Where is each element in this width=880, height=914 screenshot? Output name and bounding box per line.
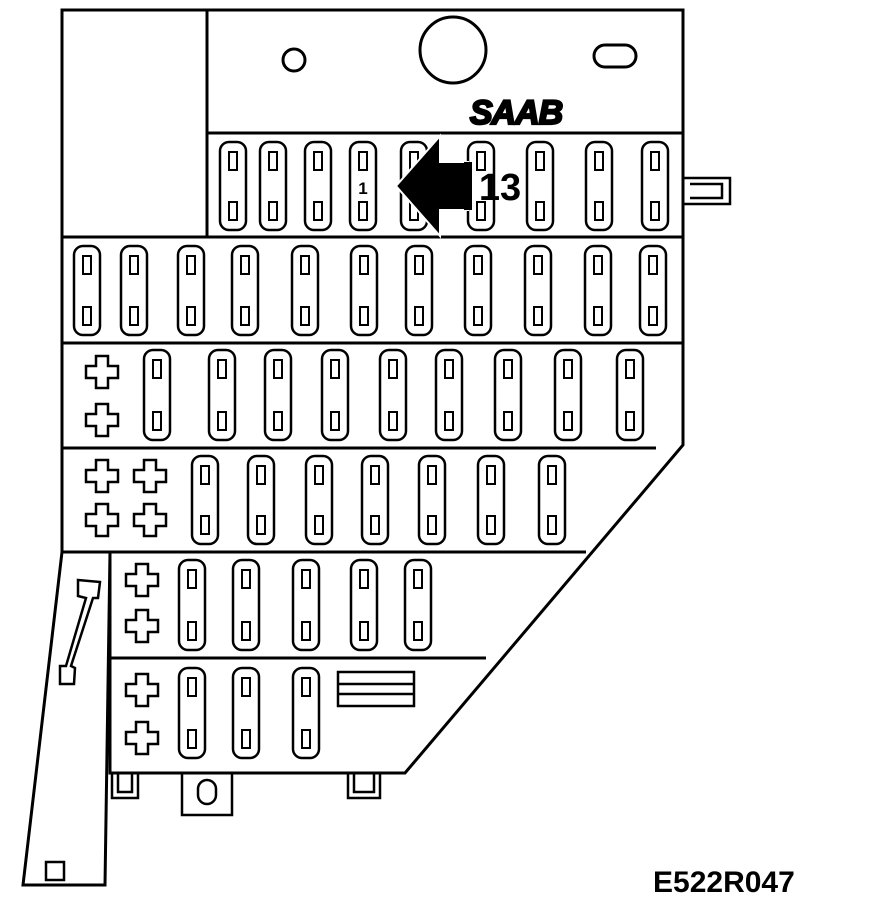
fuse-row3-8 bbox=[553, 348, 583, 442]
fuse-row3-1 bbox=[142, 348, 172, 442]
fuse-row3-2 bbox=[207, 348, 237, 442]
fuse-row1-6 bbox=[466, 140, 496, 232]
fuse-row5-5 bbox=[403, 558, 433, 652]
blank-plug-row5-1 bbox=[124, 562, 160, 598]
fuse-row3-6 bbox=[434, 348, 464, 442]
blank-plug-row4-2 bbox=[132, 458, 168, 494]
fuse-row5-4 bbox=[349, 558, 379, 652]
blank-plug-array bbox=[84, 354, 168, 756]
blank-plug-row4-3 bbox=[84, 502, 120, 538]
figure-code: E522R047 bbox=[653, 866, 795, 899]
fuse-row2-2 bbox=[119, 244, 149, 337]
fuse-row4-3 bbox=[304, 454, 334, 546]
fuse-row3-7 bbox=[493, 348, 523, 442]
fuse-row3-9 bbox=[615, 348, 645, 442]
side-connector-tab bbox=[683, 176, 732, 206]
blank-plug-row4-1 bbox=[84, 458, 120, 494]
fuse-row2-7 bbox=[404, 244, 434, 337]
fuse-row2-8 bbox=[463, 244, 493, 337]
fuse-row2-1 bbox=[72, 244, 102, 337]
saab-logo: SAAB bbox=[470, 94, 563, 132]
fuse-row1-9 bbox=[640, 140, 670, 232]
fuse-row1-3 bbox=[303, 140, 333, 232]
fuse-row1-7 bbox=[525, 140, 555, 232]
fuse-array bbox=[72, 140, 670, 760]
fuse-row3-5 bbox=[378, 348, 408, 442]
bottom-tab-middle-slot bbox=[196, 778, 218, 806]
blank-plug-row3-1 bbox=[84, 354, 120, 390]
fuse-row2-10 bbox=[583, 244, 613, 337]
fusible-link-strip bbox=[58, 578, 102, 686]
fusible-link-housing bbox=[21, 550, 112, 887]
fuse-row5-3 bbox=[291, 558, 321, 652]
fuse-row2-4 bbox=[230, 244, 260, 337]
fuse-row2-11 bbox=[638, 244, 668, 337]
fuse-row6-1 bbox=[177, 666, 207, 760]
fuse-row4-2 bbox=[246, 454, 276, 546]
fuse-row2-6 bbox=[349, 244, 379, 337]
fuse-row1-8 bbox=[584, 140, 614, 232]
relay-block bbox=[336, 670, 416, 708]
fuse-row5-1 bbox=[177, 558, 207, 652]
fuse-row2-9 bbox=[523, 244, 553, 337]
callout-arrow-tail bbox=[464, 162, 472, 210]
blank-plug-row6-2 bbox=[124, 720, 160, 756]
fuse-row4-7 bbox=[537, 454, 567, 546]
fuse-row4-1 bbox=[190, 454, 220, 546]
fuse-row6-2 bbox=[231, 666, 261, 760]
highlighted-fuse-label: 1 bbox=[358, 179, 367, 198]
mounting-hole-small bbox=[281, 47, 307, 73]
bottom-tab-middle bbox=[180, 773, 234, 817]
fuse-row3-3 bbox=[263, 348, 293, 442]
fusible-link-slot bbox=[44, 860, 66, 882]
callout-number: 13 bbox=[479, 167, 521, 209]
blank-plug-row3-2 bbox=[84, 402, 120, 438]
fuse-row1-1 bbox=[218, 140, 248, 232]
fuse-row4-4 bbox=[360, 454, 390, 546]
blank-plug-row6-1 bbox=[124, 672, 160, 708]
fuse-row5-2 bbox=[231, 558, 261, 652]
mounting-slot bbox=[592, 43, 638, 69]
fuse-row6-3 bbox=[291, 666, 321, 760]
mounting-hole-large bbox=[418, 15, 488, 85]
bottom-tab-right bbox=[346, 773, 382, 800]
blank-plug-row5-2 bbox=[124, 608, 160, 644]
fuse-row1-2 bbox=[258, 140, 288, 232]
blank-plug-row4-4 bbox=[132, 502, 168, 538]
fuse-row4-5 bbox=[417, 454, 447, 546]
bottom-tab-left bbox=[110, 773, 140, 800]
fuse-row2-5 bbox=[290, 244, 320, 337]
fuse-row2-3 bbox=[176, 244, 206, 337]
fuse-row3-4 bbox=[320, 348, 350, 442]
fuse-row1-4 bbox=[348, 140, 378, 232]
fuse-row4-6 bbox=[476, 454, 506, 546]
